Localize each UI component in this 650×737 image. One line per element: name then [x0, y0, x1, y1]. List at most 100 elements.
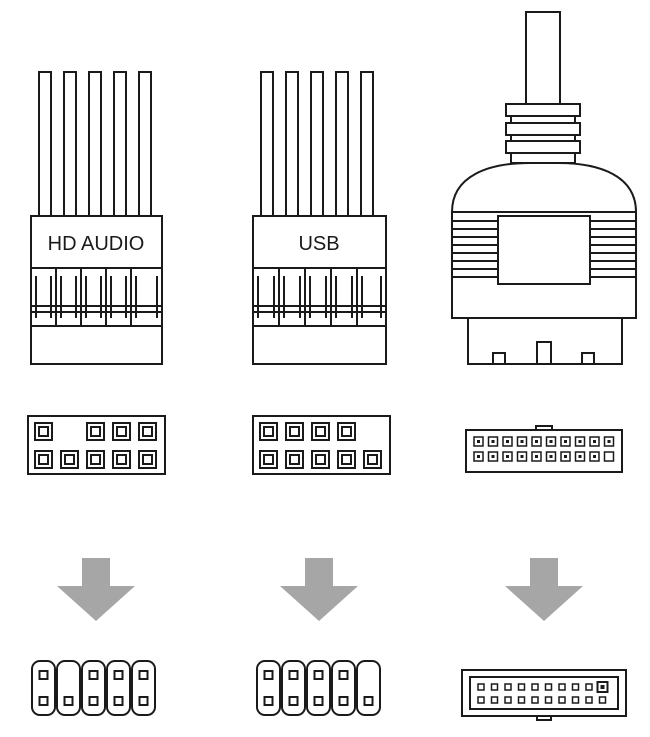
- header-pin: [288, 670, 299, 680]
- header-pin-pair: [81, 660, 106, 716]
- pin-socket-core: [578, 440, 582, 443]
- pin-socket-core: [315, 454, 326, 465]
- header-pin: [517, 696, 526, 704]
- header-pin-pair: [281, 660, 306, 716]
- pin-socket-core: [549, 455, 553, 458]
- usb3-latch-right: [581, 352, 595, 365]
- pin-socket-core: [263, 454, 274, 465]
- header-pin: [490, 696, 499, 704]
- hd-audio-label-band: [30, 215, 163, 269]
- header-pin: [504, 696, 512, 704]
- header-pin: [263, 670, 274, 680]
- pin-socket-core: [38, 454, 49, 465]
- header-pin: [138, 670, 149, 680]
- header-pin: [313, 696, 324, 706]
- usb-label: USB: [298, 233, 339, 255]
- usb-header: [256, 660, 381, 716]
- header-pin: [598, 696, 607, 704]
- pin-socket-core: [535, 455, 538, 458]
- header-pin: [88, 696, 99, 706]
- usb3-key: [536, 341, 552, 365]
- header-pin: [477, 683, 485, 691]
- pin-socket-core: [477, 440, 480, 443]
- header-pin: [288, 696, 299, 706]
- usb-wires: [260, 71, 374, 217]
- header-pin: [363, 696, 374, 706]
- pin-socket-core: [593, 455, 596, 458]
- header-pin: [138, 696, 149, 706]
- header-pin: [490, 683, 499, 691]
- pin-socket: [603, 451, 615, 462]
- header-pin: [558, 696, 566, 704]
- usb3-cable: [525, 11, 561, 105]
- header-pin: [571, 683, 580, 691]
- pin-socket-core: [477, 455, 480, 458]
- pin-socket-core: [38, 426, 49, 437]
- pin-socket-core: [90, 426, 101, 437]
- header-pin: [338, 670, 349, 680]
- pin-socket-core: [315, 426, 326, 437]
- pin-socket-core: [491, 440, 495, 443]
- hd-audio-housing: [30, 267, 163, 365]
- pin-socket-core: [520, 455, 524, 458]
- pin-socket-core: [341, 426, 352, 437]
- usb3-grip-lines-right: [590, 220, 636, 278]
- hd-audio-header: [31, 660, 156, 716]
- hd-audio-label: HD AUDIO: [48, 233, 145, 255]
- header-pin-pair: [56, 660, 81, 716]
- header-pin-pair: [31, 660, 56, 716]
- usb3-pin-face: [465, 425, 623, 473]
- usb3-grip-lines-left: [452, 220, 498, 278]
- pin-socket-core: [263, 426, 274, 437]
- header-pin: [38, 696, 49, 706]
- pin-socket-core: [564, 455, 567, 458]
- header-pin: [88, 670, 99, 680]
- header-pin: [504, 683, 512, 691]
- down-arrow-icon: [57, 558, 135, 621]
- usb3-strain-relief: [505, 103, 581, 164]
- pin-socket-core: [593, 440, 596, 443]
- header-pin: [571, 696, 580, 704]
- header-pin-pair: [256, 660, 281, 716]
- pin-socket-core: [578, 455, 582, 458]
- header-pin-pair: [356, 660, 381, 716]
- header-pin: [113, 696, 124, 706]
- pin-socket-core: [116, 454, 127, 465]
- header-pin: [263, 696, 274, 706]
- pin-socket-core: [549, 440, 553, 443]
- pin-socket-core: [64, 454, 75, 465]
- header-pin-pair: [306, 660, 331, 716]
- down-arrow-icon: [505, 558, 583, 621]
- pin-socket-core: [142, 454, 153, 465]
- usb3-grip-window: [497, 215, 591, 285]
- header-pin: [544, 696, 553, 704]
- header-pin: [338, 696, 349, 706]
- hd-audio-connector: HD AUDIO: [30, 71, 163, 365]
- arrows: [57, 558, 583, 621]
- pin-socket-core: [564, 440, 567, 443]
- header-pin: [63, 696, 74, 706]
- pin-socket-core: [535, 440, 538, 443]
- pin-socket-core: [289, 426, 300, 437]
- header-pin: [585, 683, 593, 691]
- usb3-header: [461, 669, 627, 721]
- header-pin: [313, 670, 324, 680]
- hd-audio-pin-face: [27, 415, 166, 475]
- header-pin: [38, 670, 49, 680]
- header-pin-pair: [106, 660, 131, 716]
- usb3-latch-left: [492, 352, 506, 365]
- pin-socket-core: [506, 455, 509, 458]
- pin-socket-core: [491, 455, 495, 458]
- pin-socket-core: [607, 440, 611, 443]
- header-pin: [600, 685, 605, 689]
- usb-housing: [252, 267, 387, 365]
- header-pin-pair: [331, 660, 356, 716]
- header-pin: [113, 670, 124, 680]
- pin-socket-core: [289, 454, 300, 465]
- pin-socket-core: [367, 454, 378, 465]
- pin-socket-core: [520, 440, 524, 443]
- header-pin-pair: [131, 660, 156, 716]
- pin-socket-core: [116, 426, 127, 437]
